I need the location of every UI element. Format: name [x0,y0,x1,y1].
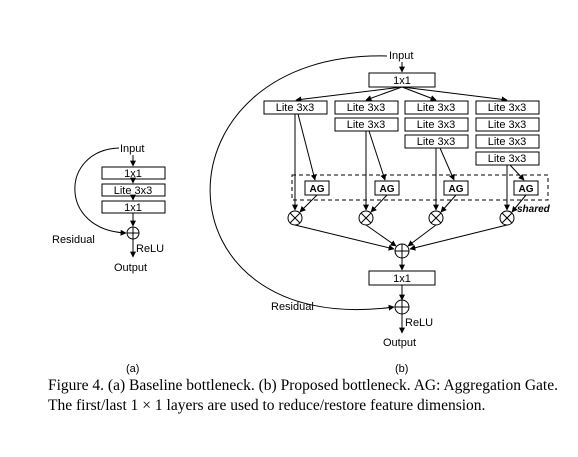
b-to-gate-arrow [439,147,455,181]
b-to-sum-arrow [409,224,508,251]
b-branch4-lite3x3 [475,100,540,115]
b-branch4-label: Lite 3x3 [488,136,527,148]
b-fanout-arrow [401,86,508,103]
b-multiply-node [287,210,303,226]
b-gate-to-mult-arrow [370,194,388,213]
b-to-sum-arrow [365,224,397,247]
b-branch2-label: Lite 3x3 [347,102,386,114]
b-gate-to-mult-arrow [299,194,318,213]
b-branch4-label: Lite 3x3 [488,119,527,131]
a-sublabel: (a) [126,363,139,375]
a-residual-connection [74,147,127,236]
b-branch2-label: Lite 3x3 [347,119,386,131]
b-fanout-arrow [365,86,403,101]
b-branch4-lite3x3 [475,134,540,149]
baseline-bottleneck: Input 1x1 Lite 3x3 1x1 Residual ReLU Out… [52,143,166,375]
b-to-gate-arrow [368,130,387,181]
proposed-bottleneck: Input 1x1 Lite 3x3 Lite 3x3 Lite 3x3 Lit… [209,50,551,375]
a-layer-label: 1x1 [124,202,142,214]
b-fanout-arrow [295,86,403,103]
b-multiply-node [358,210,374,226]
b-add-node [394,299,410,315]
b-branch3-label: Lite 3x3 [417,136,456,148]
b-ag-label: AG [380,184,395,195]
b-gate-to-mult-arrow [440,194,457,213]
bottleneck-diagram: Input 1x1 Lite 3x3 1x1 Residual ReLU Out… [52,50,551,375]
b-branch3-lite3x3 [404,100,469,115]
b-relu-label: ReLU [405,317,433,329]
b-branch4-lite3x3 [475,117,540,132]
a-output-label: Output [114,262,147,274]
b-branch4-label: Lite 3x3 [488,102,527,114]
b-input-label: Input [389,50,413,62]
b-fanout-arrow [401,86,437,101]
a-layer-label: 1x1 [124,168,142,180]
a-residual-label: Residual [52,234,95,246]
b-gate-to-mult-arrow [511,194,527,213]
a-input-label: Input [120,143,144,155]
b-branch3-label: Lite 3x3 [417,102,456,114]
b-shared-gate-region [291,174,549,201]
a-layer-label: Lite 3x3 [114,185,153,197]
figure-caption: Figure 4. (a) Baseline bottleneck. (b) P… [48,377,558,414]
b-top-1x1-label: 1x1 [393,75,411,87]
b-multiply-node [428,210,444,226]
b-branch3-lite3x3 [404,117,469,132]
b-to-gate-arrow [509,164,525,181]
b-sum-node [394,243,410,259]
a-relu-label: ReLU [136,243,164,255]
b-residual-label: Residual [271,301,314,313]
b-output-label: Output [383,337,416,349]
b-sublabel: (b) [395,363,408,375]
b-ag-label: AG [449,184,464,195]
b-ag-label: AG [310,184,325,195]
b-to-gate-arrow [297,113,317,181]
b-residual-connection [209,55,395,311]
b-shared-label: shared [517,204,551,215]
b-to-sum-arrow [294,224,395,251]
b-ag-label: AG [519,184,534,195]
b-bottom-1x1-label: 1x1 [393,273,411,285]
b-to-sum-arrow [407,224,437,247]
b-branch4-label: Lite 3x3 [488,153,527,165]
b-multiply-node [499,210,515,226]
b-branch1-label: Lite 3x3 [276,102,315,114]
b-branch3-label: Lite 3x3 [417,119,456,131]
b-branch2-lite3x3 [334,100,399,115]
